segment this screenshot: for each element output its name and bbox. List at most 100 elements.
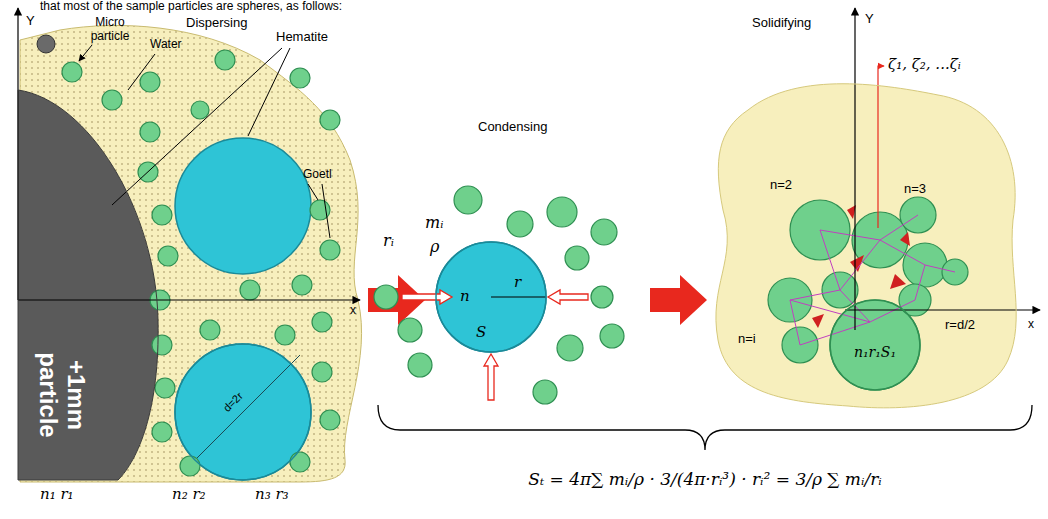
brace: [378, 405, 1032, 450]
axis-label: x: [1028, 318, 1034, 332]
symbol: ρ: [430, 238, 439, 256]
process-arrow: [650, 275, 707, 325]
leader-line: [79, 45, 330, 238]
solid-region: n=2n=3n=ir=d/2n₁r₁S₁: [708, 70, 1028, 415]
size-class: n₁ r₁: [40, 486, 74, 503]
solid-region: [716, 84, 1016, 408]
micro-particle: [290, 68, 310, 88]
micro-particle: [158, 246, 178, 266]
packed-particle: n₁r₁S₁: [830, 300, 920, 390]
micro-particle: [140, 72, 160, 92]
coarse-particle: [18, 90, 158, 480]
node-text: n=i: [738, 332, 756, 347]
hematite-particle: d=2r: [175, 344, 311, 480]
micro-particle: [320, 110, 340, 130]
coarse-particle: +1mm particle: [18, 90, 160, 480]
attraction-arrow: [484, 354, 498, 400]
gap-leader: [878, 66, 884, 228]
micro-particle: [200, 320, 220, 340]
micro-particle: [547, 197, 577, 227]
micro-particle: [275, 325, 295, 345]
size-class: n₂ r₂: [172, 486, 206, 503]
node-outline: [830, 300, 920, 390]
diameter-line: [186, 355, 300, 469]
packed-particle: [768, 197, 968, 390]
void-space: [890, 274, 906, 289]
micro-particle: [312, 362, 332, 382]
symbol: rᵢ: [383, 232, 394, 250]
part-label: Water: [150, 38, 182, 52]
micro-particle: [152, 205, 172, 225]
micro-particle: [454, 186, 482, 214]
leader-line: [79, 45, 92, 61]
leader-line: [322, 184, 330, 238]
coarse-particle: [18, 90, 158, 480]
diameter-line: [186, 355, 300, 469]
node-text: S: [476, 324, 486, 341]
micro-particle: [140, 122, 160, 142]
brace: [378, 405, 1032, 450]
axis-label: Y: [865, 12, 874, 27]
micro-particle: [374, 186, 624, 404]
micro-particle: [290, 452, 310, 472]
micro-particle: [292, 275, 312, 295]
micro-particle: [62, 62, 82, 82]
cropped-sentence: that most of the sample particles are sp…: [40, 0, 342, 14]
node-outline: [708, 70, 1028, 415]
micro-particle: [320, 410, 340, 430]
leader-line: [248, 48, 290, 136]
hematite-particle: [175, 344, 311, 480]
hematite-particle: [175, 138, 311, 480]
axis: [845, 8, 1040, 330]
micro-particle: [152, 422, 172, 442]
node-text: +1mm particle: [34, 340, 89, 450]
micro-particle: [155, 378, 175, 398]
micro-particle: [565, 246, 589, 270]
axis: [18, 8, 360, 300]
micro-particle: [180, 456, 200, 476]
attraction-arrow: [402, 290, 588, 400]
node-text: d=2r: [221, 390, 246, 415]
micro-particle: [152, 335, 172, 355]
axis: [18, 299, 360, 300]
node-text: n=3: [904, 182, 926, 197]
solid-region: [716, 84, 1016, 408]
formula: Sₜ = 4π∑ mᵢ/ρ · 3/(4π·rᵢ³) · rᵢ² = 3/ρ ∑…: [528, 470, 881, 490]
micro-particle: [533, 380, 557, 404]
attraction-arrow: [402, 290, 452, 304]
node-text: n₁r₁S₁: [854, 344, 896, 360]
node-text: n: [460, 288, 470, 305]
part-label: Hematite: [276, 30, 328, 45]
attraction-arrow: [548, 290, 588, 304]
axis-label: Y: [26, 14, 35, 29]
micro-particle: [62, 50, 340, 476]
node-outline: [436, 242, 546, 352]
micro-particle: [320, 240, 340, 260]
axis: [854, 8, 855, 330]
micro-particle: [591, 286, 613, 308]
radius-line: [491, 297, 546, 298]
micro-particle: [398, 318, 422, 342]
node-outline: [716, 84, 1016, 408]
micro-particle: [191, 101, 209, 119]
packed-particle: [830, 300, 920, 390]
micro-particle: [557, 335, 583, 361]
micro-particle: [102, 90, 122, 110]
size-class: n₃ r₃: [255, 486, 289, 503]
micro-particle: [312, 312, 332, 332]
contact-line: [790, 215, 955, 345]
node-text: n=2: [770, 178, 792, 193]
central-particle: n rS: [436, 242, 546, 352]
micro-particle: [600, 324, 624, 348]
node-text: r: [514, 274, 521, 291]
symbol: mᵢ: [425, 214, 443, 232]
micro-particle: [374, 285, 398, 309]
micro-particle: [591, 219, 617, 245]
leader-line: [128, 54, 155, 90]
part-label: Micro particle: [80, 16, 140, 44]
node-outline: [18, 90, 158, 480]
micro-particle: [507, 211, 533, 237]
leader-line: [308, 184, 318, 200]
